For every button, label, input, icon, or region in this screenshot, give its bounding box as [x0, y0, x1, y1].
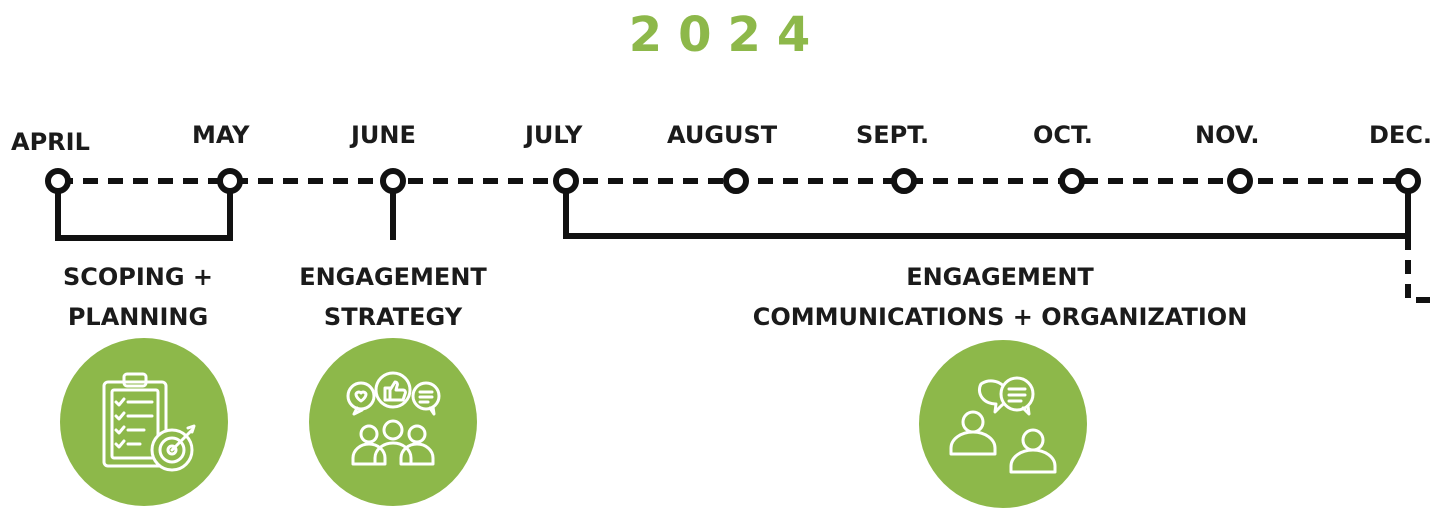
month-label-nov: NOV. — [1195, 121, 1260, 149]
node-oct — [1059, 168, 1085, 194]
month-label-sept: SEPT. — [856, 121, 930, 149]
icon-circle-scoping-planning — [60, 338, 228, 506]
icon-circle-engagement-communications — [919, 340, 1087, 508]
node-august — [723, 168, 749, 194]
year-heading: 2024 — [628, 7, 827, 63]
phase-label-line: STRATEGY — [323, 303, 463, 331]
node-dec — [1395, 168, 1421, 194]
phase-label-engagement-strategy: ENGAGEMENT STRATEGY — [273, 257, 513, 337]
phase-label-scoping-planning: SCOPING + PLANNING — [38, 257, 238, 337]
bracket-scoping-planning — [55, 181, 233, 241]
month-label-july: JULY — [525, 121, 583, 149]
bracket-engagement-communications — [563, 181, 1411, 239]
phase-label-line: COMMUNICATIONS + ORGANIZATION — [752, 303, 1248, 331]
month-label-june: JUNE — [351, 121, 416, 149]
phase-label-line: ENGAGEMENT — [906, 263, 1094, 291]
community-feedback-icon — [346, 371, 441, 466]
phase-label-line: SCOPING + — [62, 263, 214, 291]
phase-label-line: PLANNING — [67, 303, 209, 331]
node-sept — [891, 168, 917, 194]
month-label-dec: DEC. — [1369, 121, 1433, 149]
node-nov — [1227, 168, 1253, 194]
month-label-oct: OCT. — [1033, 121, 1093, 149]
node-june — [380, 168, 406, 194]
month-label-may: MAY — [192, 121, 250, 149]
month-label-april: APRIL — [11, 128, 90, 156]
node-may — [217, 168, 243, 194]
conversation-icon — [949, 376, 1057, 474]
node-april — [45, 168, 71, 194]
node-july — [553, 168, 579, 194]
phase-label-line: ENGAGEMENT — [299, 263, 487, 291]
icon-circle-engagement-strategy — [309, 338, 477, 506]
phase-label-engagement-communications: ENGAGEMENT COMMUNICATIONS + ORGANIZATION — [690, 257, 1310, 337]
clipboard-target-icon — [102, 372, 196, 472]
continuation-dashes — [1405, 236, 1439, 303]
month-label-august: AUGUST — [667, 121, 778, 149]
